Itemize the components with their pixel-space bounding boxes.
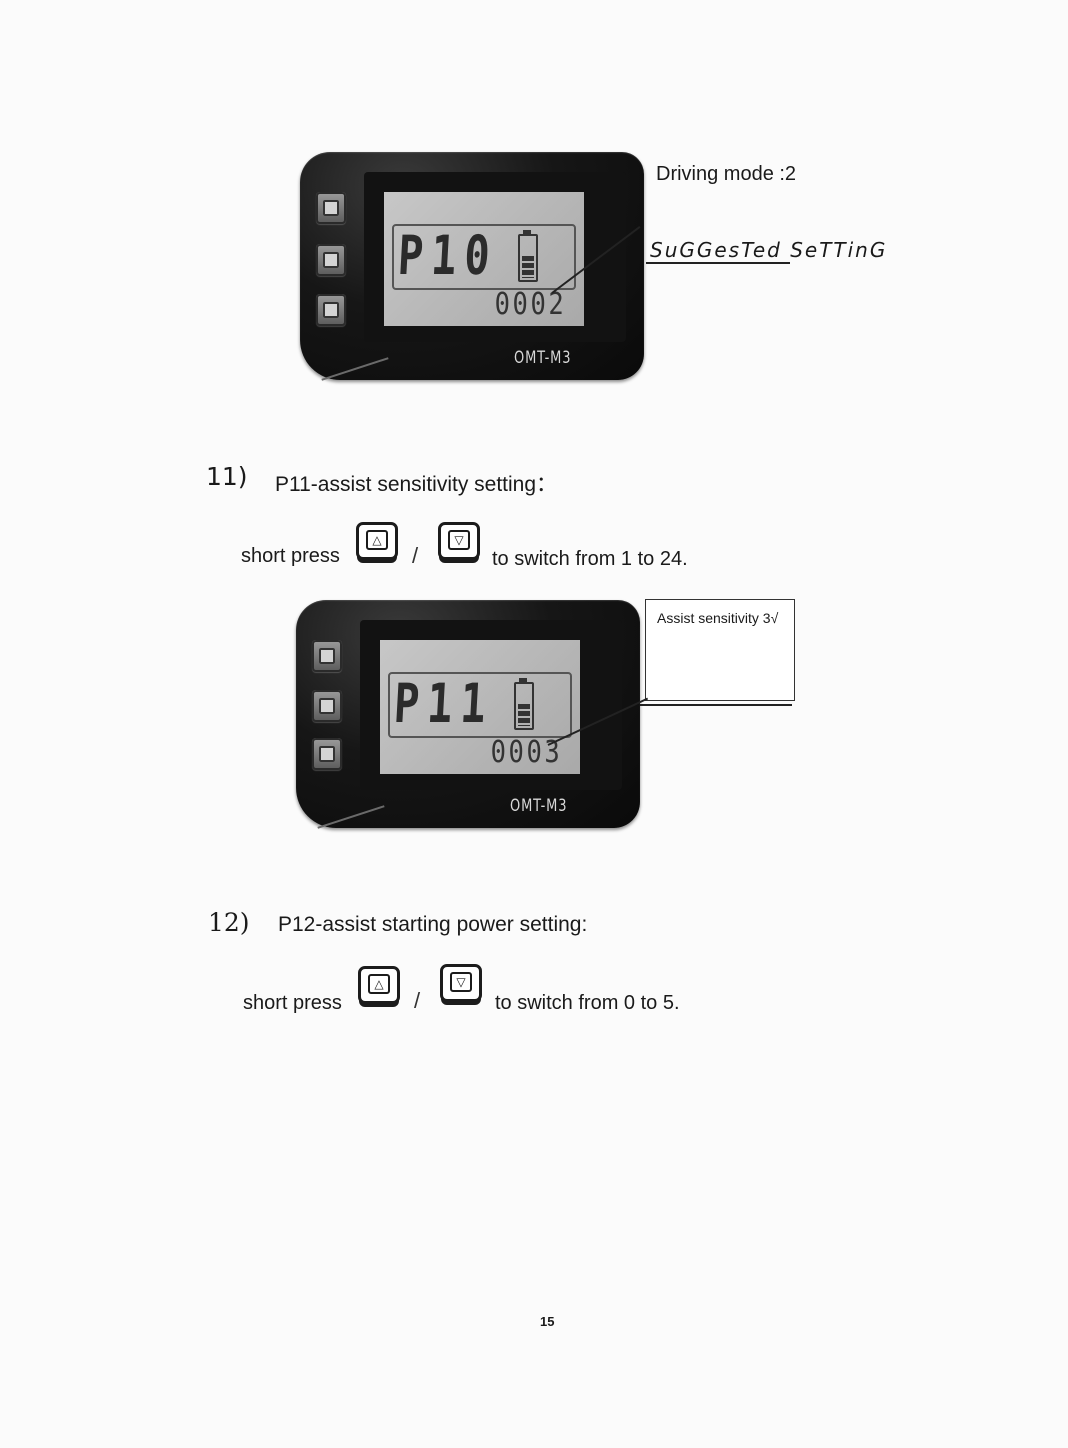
down-arrow-icon: ▽ (450, 972, 472, 992)
section-12-slash: / (414, 988, 420, 1014)
device-model-label: OMT-M3 (514, 348, 571, 368)
underline-suggested (646, 262, 790, 264)
device-swoosh (317, 805, 384, 829)
handwritten-suggested-setting: SuGGesTed SeTTinG (650, 238, 887, 262)
device-button-2 (312, 690, 342, 722)
up-key-icon: △ (356, 522, 398, 560)
lcd-parameter-code: P10 (396, 226, 499, 286)
battery-icon (518, 234, 538, 282)
down-key-icon: ▽ (438, 522, 480, 560)
section-11-title: P11-assist sensitivity setting： (275, 468, 557, 498)
assist-sensitivity-annotation: Assist sensitivity 3√ (657, 610, 778, 626)
section-12-number: 12) (208, 908, 250, 937)
device-model-label: OMT-M3 (510, 796, 567, 816)
device-button-1 (316, 192, 346, 224)
section-12-instruction: to switch from 0 to 5. (495, 992, 680, 1015)
lcd-parameter-value: 0003 (490, 735, 562, 770)
device-button-2 (316, 244, 346, 276)
section-12-title: P12-assist starting power setting: (278, 913, 587, 937)
device-button-3 (312, 738, 342, 770)
page-number: 15 (540, 1314, 554, 1329)
section-11-short-press: short press (241, 545, 340, 568)
section-11-number: 11) (206, 462, 248, 491)
section-12-short-press: short press (243, 992, 342, 1015)
lcd-parameter-value: 0002 (494, 287, 566, 322)
lcd-parameter-code: P11 (392, 674, 495, 734)
device-button-3 (316, 294, 346, 326)
battery-icon (514, 682, 534, 730)
display-device-photo-2: P11 0003 OMT-M3 (296, 600, 640, 828)
lcd-screen: P10 0002 (384, 192, 584, 326)
up-key-icon: △ (358, 966, 400, 1004)
device-swoosh (321, 357, 388, 381)
down-key-icon: ▽ (440, 964, 482, 1002)
lcd-screen: P11 0003 (380, 640, 580, 774)
up-arrow-icon: △ (368, 974, 390, 994)
up-arrow-icon: △ (366, 530, 388, 550)
section-11-slash: / (412, 543, 418, 569)
callout-bottom-line (640, 704, 792, 706)
display-device-photo-1: P10 0002 OMT-M3 (300, 152, 644, 380)
down-arrow-icon: ▽ (448, 530, 470, 550)
driving-mode-annotation: Driving mode :2 (656, 163, 796, 186)
section-11-instruction: to switch from 1 to 24. (492, 548, 688, 571)
device-button-1 (312, 640, 342, 672)
